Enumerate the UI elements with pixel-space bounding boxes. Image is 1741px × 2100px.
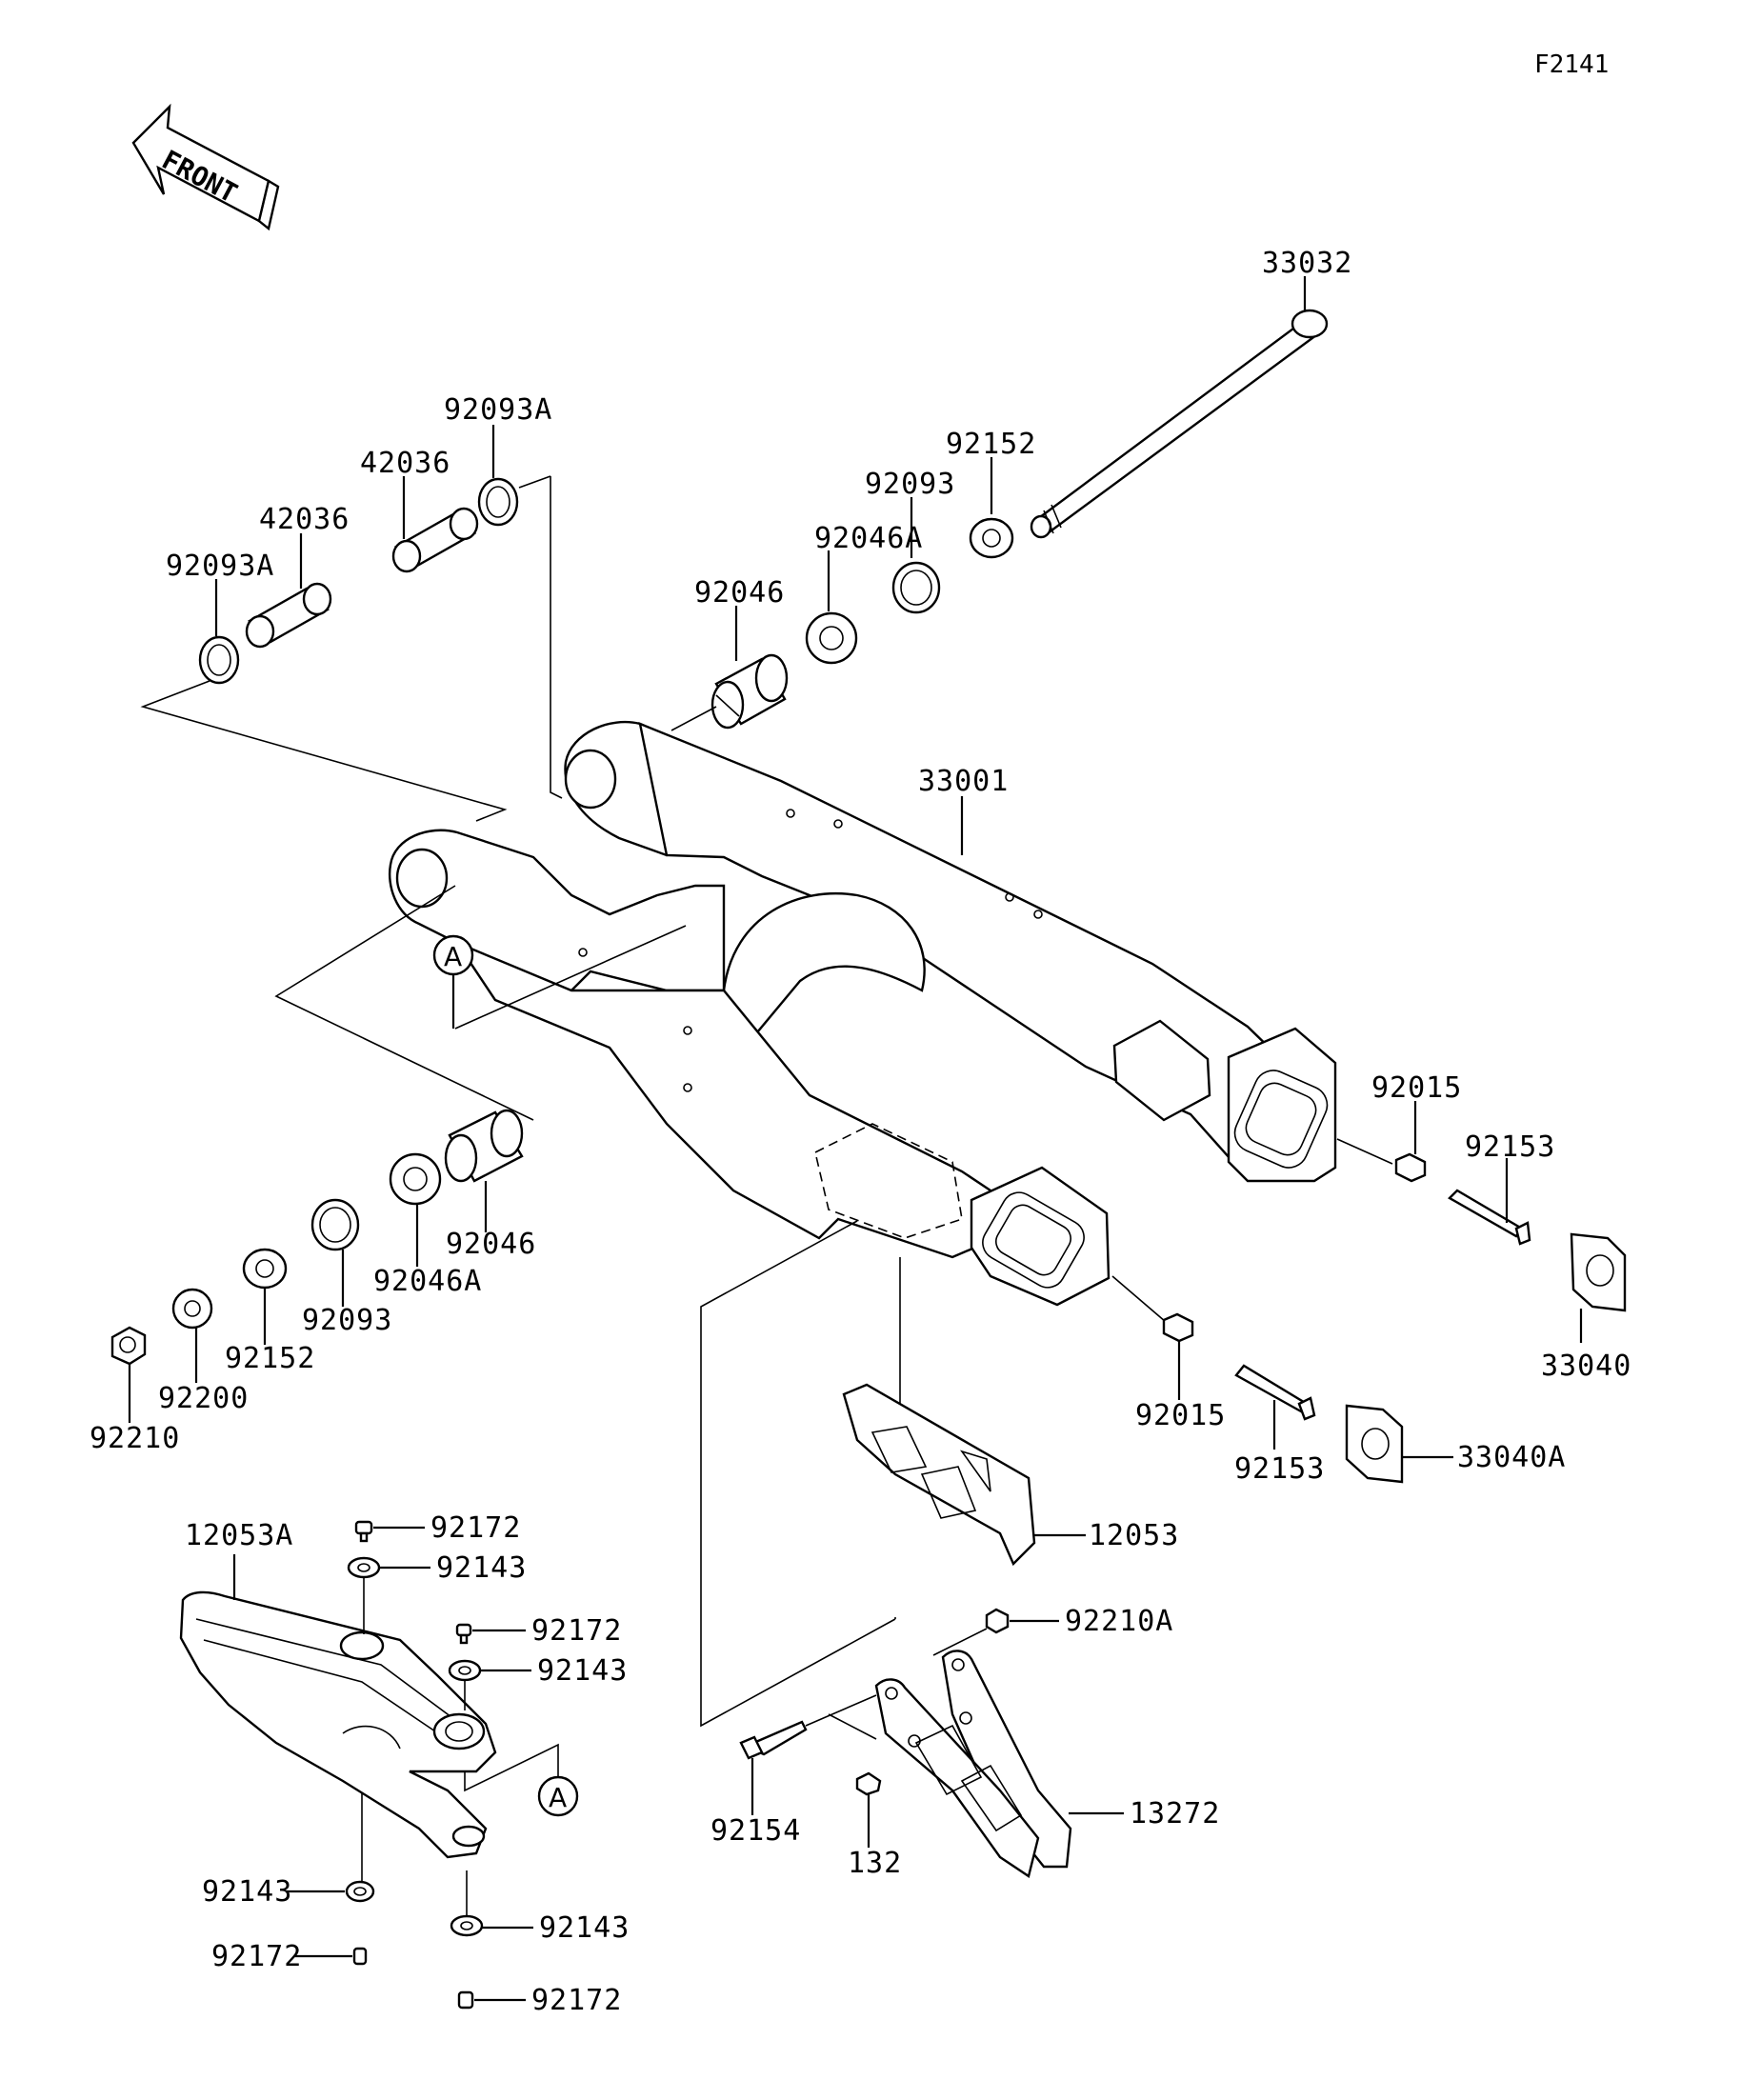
label-92153-low: 92153 (1234, 1452, 1325, 1486)
label-92046A-top: 92046A (814, 522, 923, 555)
label-33040A: 33040A (1457, 1441, 1566, 1474)
label-92143-b: 92143 (537, 1654, 628, 1688)
label-92152-top: 92152 (946, 428, 1036, 461)
seal-92046A-top (805, 611, 858, 665)
chain-slider-12053A (179, 1590, 497, 1859)
pivot-shaft (1030, 309, 1329, 539)
screw-92172-a (354, 1520, 373, 1543)
label-92015-right: 92015 (1371, 1071, 1462, 1105)
label-92143-a: 92143 (436, 1551, 527, 1585)
washer-92143-d (450, 1914, 484, 1937)
label-92210: 92210 (90, 1422, 180, 1455)
collar-42036-a (391, 507, 479, 573)
chain-guide-13272 (874, 1650, 1072, 1878)
swingarm (388, 720, 1337, 1307)
assembly-bracket-left-top (140, 680, 508, 822)
seal-92093A-left (198, 635, 240, 685)
collar-92152-top (969, 517, 1014, 559)
label-92093A-left: 92093A (166, 550, 274, 583)
label-12053: 12053 (1089, 1519, 1179, 1552)
label-92152-low: 92152 (225, 1342, 315, 1375)
label-92153-right: 92153 (1465, 1130, 1555, 1164)
bolt-92153-right (1448, 1189, 1531, 1246)
diagram-code: F2141 (1534, 50, 1609, 79)
assembly-bracket-a-lower (464, 1743, 559, 1792)
seal-92093-low (310, 1198, 360, 1251)
label-33032: 33032 (1262, 247, 1352, 280)
label-92093-low: 92093 (302, 1304, 392, 1337)
washer-92143-a (347, 1556, 381, 1579)
label-92093A-top: 92093A (444, 393, 552, 427)
nut-92015-low (1162, 1312, 1194, 1343)
bolt-92153-low (1234, 1364, 1316, 1421)
washer-92143-c (345, 1880, 375, 1903)
bearing-92046-top (710, 653, 789, 730)
assembly-bracket-left-mid (274, 885, 534, 1121)
label-92046A-low: 92046A (373, 1265, 482, 1298)
label-92046-low: 92046 (446, 1228, 536, 1261)
seal-92093A-top (477, 477, 519, 527)
screw-92172-b (455, 1623, 472, 1645)
label-13272: 13272 (1130, 1797, 1220, 1830)
label-92143-d: 92143 (539, 1911, 630, 1945)
washer-92200 (171, 1288, 213, 1330)
label-33001: 33001 (918, 765, 1009, 798)
label-92015-low: 92015 (1135, 1399, 1226, 1432)
ref-a-top: A (444, 941, 462, 972)
nut-92210 (110, 1326, 147, 1366)
front-arrow-icon: FRONT (131, 103, 280, 231)
collar-92152-low (242, 1248, 288, 1290)
nut-92015-right (1394, 1152, 1427, 1183)
ref-marker-a-top (432, 934, 474, 976)
assembly-bracket-a (454, 925, 687, 1030)
adjuster-33040 (1570, 1232, 1627, 1312)
axis-line-top (670, 706, 717, 731)
bolt-132 (855, 1771, 882, 1796)
label-132: 132 (848, 1847, 902, 1880)
label-92046-top: 92046 (694, 576, 785, 610)
nut-92210A (985, 1608, 1010, 1634)
chain-guide-12053 (842, 1383, 1036, 1567)
collar-42036-b (245, 582, 332, 649)
label-92093-top: 92093 (865, 468, 955, 501)
label-92172-d: 92172 (531, 1984, 622, 2017)
assembly-bracket-right-top (550, 476, 563, 799)
ref-marker-a-lower (537, 1775, 579, 1817)
screw-92172-c (352, 1947, 368, 1966)
label-92172-c: 92172 (211, 1940, 302, 1973)
screw-92172-d (457, 1990, 474, 2010)
label-42036-b: 42036 (259, 503, 350, 536)
label-92172-b: 92172 (531, 1614, 622, 1648)
label-42036-a: 42036 (360, 447, 450, 480)
adjuster-33040A (1345, 1404, 1404, 1484)
ref-a-lower: A (549, 1782, 567, 1813)
label-33040: 33040 (1541, 1350, 1631, 1383)
label-92172-a: 92172 (430, 1511, 521, 1545)
bolt-92154 (739, 1720, 808, 1760)
label-12053A: 12053A (185, 1519, 293, 1552)
label-92143-c: 92143 (202, 1875, 292, 1909)
assembly-bracket-lower (700, 1220, 896, 1728)
bearing-92046-low (444, 1109, 524, 1183)
label-92210A: 92210A (1065, 1605, 1173, 1638)
label-92200: 92200 (158, 1382, 249, 1415)
seal-92093-top (891, 561, 941, 614)
washer-92143-b (448, 1659, 482, 1682)
seal-92046A-low (389, 1152, 442, 1206)
label-92154: 92154 (710, 1814, 801, 1848)
